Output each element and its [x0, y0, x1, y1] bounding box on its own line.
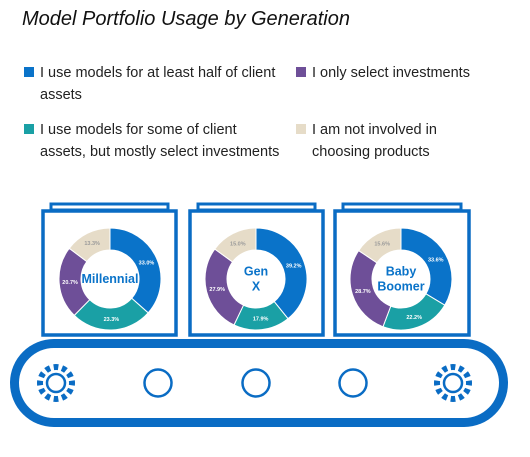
gear-tooth — [457, 365, 465, 373]
conveyor-belt — [10, 339, 508, 427]
legend-item-not-involved: I am not involved in choosing products — [296, 119, 476, 163]
legend-item-select-only: I only select investments — [296, 62, 516, 84]
gear-icon — [36, 364, 75, 402]
roller-icon — [338, 368, 368, 398]
gear-tooth — [450, 395, 456, 403]
legend-item-models-half: I use models for at least half of client… — [24, 62, 284, 106]
slice-value-label: 22.2% — [406, 315, 422, 321]
legend-swatch-blue — [24, 67, 34, 77]
legend-label: I am not involved in choosing products — [312, 122, 437, 160]
donut-slice — [255, 227, 308, 320]
gear-tooth — [66, 371, 74, 379]
gear-tooth — [66, 387, 74, 395]
donut-slice — [214, 227, 257, 263]
legend-label: I use models for at least half of client… — [40, 65, 276, 103]
donut-slice — [400, 227, 453, 306]
gear-tooth — [68, 380, 75, 386]
slice-value-label: 33.0% — [139, 261, 155, 267]
gear-tooth — [38, 371, 46, 379]
generation-label: Millennial — [82, 272, 139, 286]
box-top-edge — [196, 202, 317, 212]
slice-value-label: 20.7% — [62, 280, 78, 286]
slice-value-label: 23.3% — [104, 317, 120, 323]
gear-tooth — [441, 393, 449, 401]
slice-value-label: 15.6% — [374, 242, 390, 248]
gear-tooth — [465, 380, 472, 386]
gear-hub — [45, 372, 67, 394]
gear-tooth — [44, 393, 52, 401]
slice-value-label: 17.9% — [253, 317, 269, 323]
donut-slice — [357, 227, 402, 264]
generation-label: X — [252, 280, 261, 294]
gear-tooth — [60, 393, 68, 401]
legend-swatch-teal — [24, 124, 34, 134]
gear-tooth — [44, 365, 52, 373]
slice-value-label: 13.3% — [84, 241, 100, 247]
chart-title: Model Portfolio Usage by Generation — [22, 8, 350, 30]
slice-value-label: 15.0% — [230, 241, 246, 247]
legend-label: I only select investments — [312, 65, 470, 81]
gear-tooth — [463, 371, 471, 379]
donut-chart: 33.0% 23.3% 20.7% 13.3% Millennial — [58, 227, 162, 331]
donut-slice — [68, 227, 111, 263]
gear-tooth — [38, 387, 46, 395]
box-top-edge — [341, 202, 463, 212]
legend-swatch-beige — [296, 124, 306, 134]
generation-label: Gen — [244, 265, 268, 279]
gear-tooth — [60, 365, 68, 373]
gear-tooth — [36, 380, 44, 386]
legend-swatch-purple — [296, 67, 306, 77]
slice-value-label: 27.9% — [209, 287, 225, 293]
roller-icon — [143, 368, 173, 398]
generation-label: Baby — [386, 265, 417, 279]
gear-tooth — [463, 387, 471, 395]
donut-slice — [109, 227, 162, 314]
gear-tooth — [457, 393, 465, 401]
legend-item-models-some: I use models for some of client assets, … — [24, 119, 284, 163]
roller-icon — [241, 368, 271, 398]
slice-value-label: 39.2% — [286, 264, 302, 270]
gear-hub — [442, 372, 464, 394]
slice-value-label: 33.6% — [428, 257, 444, 263]
gear-tooth — [53, 395, 59, 402]
gear-tooth — [53, 364, 59, 371]
box-top-edge — [49, 202, 170, 212]
gear-tooth — [433, 380, 441, 386]
slice-value-label: 28.7% — [355, 289, 371, 295]
gear-icon — [433, 364, 472, 403]
gear-tooth — [435, 387, 443, 395]
donuts-layer: 33.0% 23.3% 20.7% 13.3% Millennial 39.2% 17.9%… — [58, 227, 453, 331]
gear-tooth — [441, 365, 449, 373]
legend-label: I use models for some of client assets, … — [40, 122, 280, 160]
generation-label: Boomer — [377, 280, 424, 294]
gear-tooth — [450, 364, 456, 371]
gear-tooth — [435, 371, 443, 379]
